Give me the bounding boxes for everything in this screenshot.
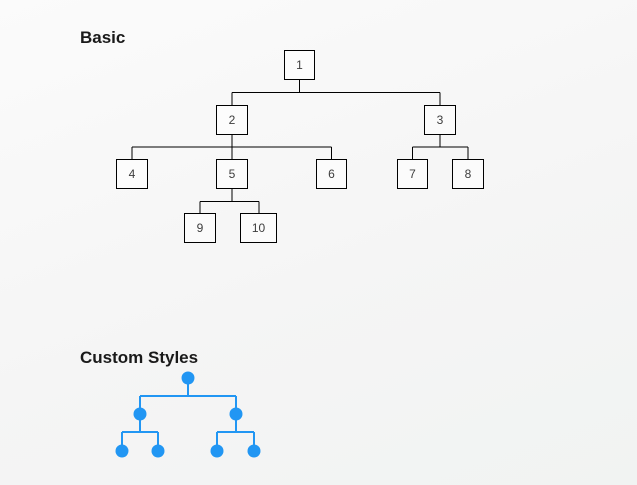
custom-styles-heading: Custom Styles	[80, 348, 199, 368]
basic-node-8[interactable]: 8	[452, 159, 484, 189]
custom-tree-nodes	[115, 371, 261, 458]
custom-node-right[interactable]	[229, 407, 243, 421]
basic-node-4[interactable]: 4	[116, 159, 148, 189]
basic-node-9[interactable]: 9	[184, 213, 216, 243]
basic-node-1[interactable]: 1	[284, 50, 315, 80]
basic-heading: Basic	[80, 28, 126, 48]
basic-node-10[interactable]: 10	[240, 213, 277, 243]
basic-node-7[interactable]: 7	[397, 159, 428, 189]
basic-node-3[interactable]: 3	[424, 105, 456, 135]
custom-node-leaf-1[interactable]	[115, 444, 129, 458]
custom-node-leaf-4[interactable]	[247, 444, 261, 458]
basic-node-2[interactable]: 2	[216, 105, 248, 135]
basic-node-5[interactable]: 5	[216, 159, 248, 189]
custom-node-root[interactable]	[181, 371, 195, 385]
custom-node-leaf-2[interactable]	[151, 444, 165, 458]
custom-node-left[interactable]	[133, 407, 147, 421]
custom-node-leaf-3[interactable]	[210, 444, 224, 458]
custom-tree-connector-lines	[121, 378, 255, 451]
basic-node-6[interactable]: 6	[316, 159, 347, 189]
